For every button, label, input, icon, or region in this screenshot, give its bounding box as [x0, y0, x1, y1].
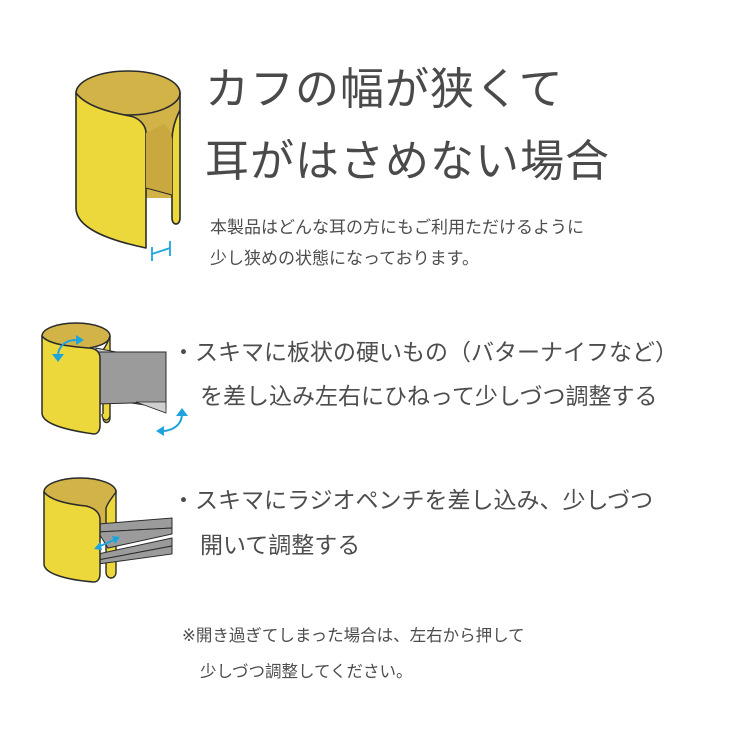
pliers-illustration — [38, 472, 178, 584]
twist-arrow-icon — [57, 339, 77, 357]
step-1-text-1: スキマに板状の硬いもの（バターナイフなど） — [195, 340, 678, 366]
note-line-1: ※開き過ぎてしまった場合は、左右から押して — [182, 626, 525, 645]
butter-knife-illustration — [36, 318, 196, 440]
note-line-2: 少しづつ調整してください。 — [200, 662, 413, 681]
description-line-1: 本製品はどんな耳の方にもご利用ただけるように — [210, 218, 584, 238]
description-line-2: 少し狭めの状態になっております。 — [210, 249, 479, 269]
step-2-line-1: ・スキマにラジオペンチを差し込み、少しづつ — [172, 490, 653, 513]
step-2-bullet: ・ — [172, 488, 195, 514]
page-title-line-1: カフの幅が狭くて — [205, 64, 564, 115]
step-1-line-1: ・スキマに板状の硬いもの（バターナイフなど） — [172, 342, 678, 365]
step-1-bullet: ・ — [172, 340, 195, 366]
twist-arrow-bottom-icon — [163, 413, 183, 432]
cuff-butter-knife-icon — [41, 322, 188, 436]
gap-width-indicator-icon — [151, 241, 171, 261]
step-2-text-1: スキマにラジオペンチを差し込み、少しづつ — [195, 488, 654, 514]
cuff-gap-illustration — [68, 58, 198, 273]
step-2-line-2: 開いて調整する — [200, 533, 361, 559]
cuff-pliers-icon — [43, 477, 173, 583]
spread-arrow-icon — [97, 538, 117, 548]
step-1-line-2: を差し込み左右にひねって少しづつ調整する — [200, 384, 658, 410]
page-title-line-2: 耳がはさめない場合 — [205, 136, 610, 187]
cuff-narrow-icon — [75, 70, 181, 261]
